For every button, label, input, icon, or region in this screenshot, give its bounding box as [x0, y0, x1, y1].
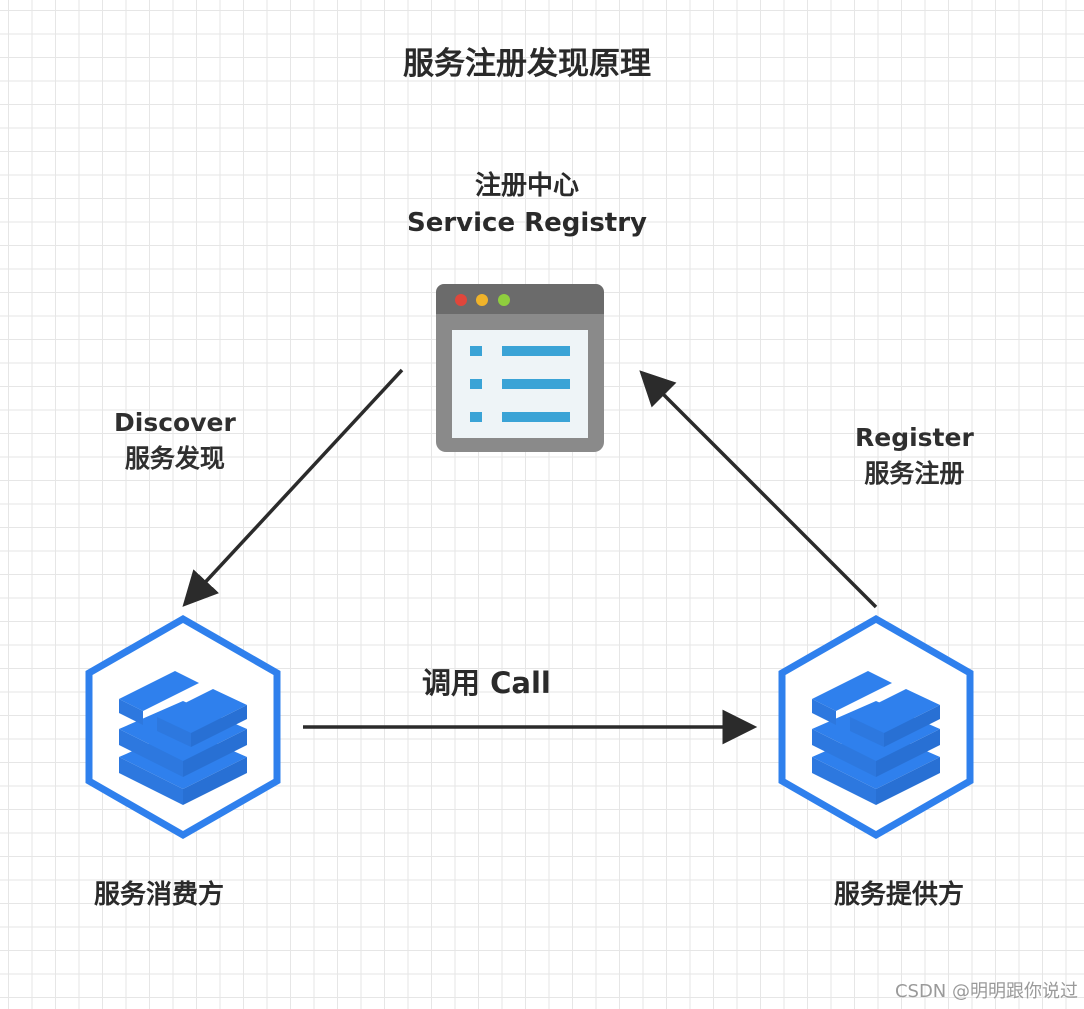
discover-label-cn: 服务发现 — [124, 444, 225, 473]
registry-label-en: Service Registry — [407, 208, 647, 238]
consumer-service-icon — [89, 619, 277, 835]
watermark: CSDN @明明跟你说过 — [894, 981, 1078, 1002]
provider-label: 服务提供方 — [834, 880, 965, 910]
provider-service-icon — [782, 619, 970, 835]
register-arrow — [639, 370, 878, 609]
call-label: 调用 Call — [422, 666, 551, 700]
discover-label-en: Discover — [114, 408, 236, 437]
server-window-icon — [436, 284, 604, 452]
register-label: Register 服务注册 — [855, 420, 974, 492]
discover-label: Discover 服务发现 — [114, 405, 236, 477]
diagram-title: 服务注册发现原理 — [403, 46, 651, 82]
register-label-cn: 服务注册 — [864, 459, 965, 488]
discover-arrow — [182, 368, 404, 607]
registry-label: 注册中心 Service Registry — [0, 168, 1054, 242]
registry-label-cn: 注册中心 — [474, 171, 579, 201]
consumer-label: 服务消费方 — [94, 880, 225, 910]
register-label-en: Register — [855, 423, 974, 452]
